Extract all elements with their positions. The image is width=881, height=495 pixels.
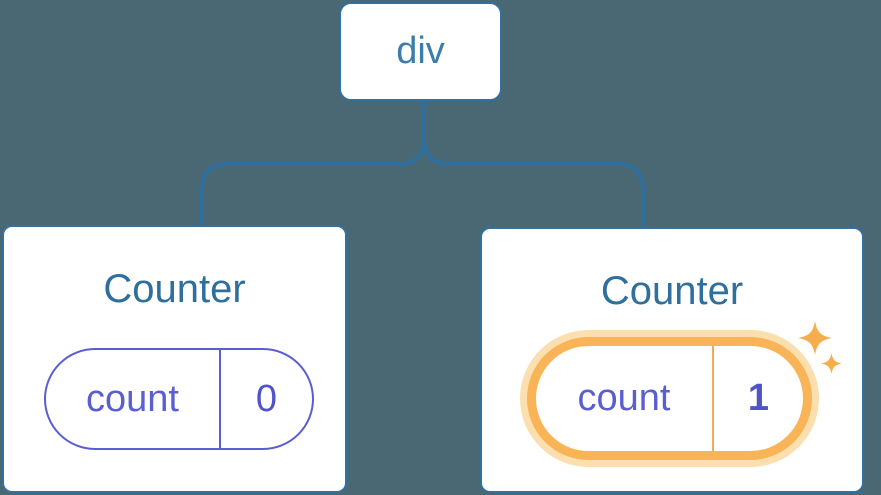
component-title: Counter [103,267,246,311]
state-value-cell: 1 [714,346,803,451]
state-key-cell: count [46,350,221,448]
connector-branch-right [422,100,645,230]
state-value-label: 0 [255,377,278,420]
tree-node-div-label: div [396,30,445,72]
component-card-counter-right: Counter count 1 [480,227,864,493]
tree-node-div: div [339,2,502,101]
state-value-cell: 0 [221,350,312,448]
state-key-label: count [577,377,671,419]
component-title: Counter [600,269,744,313]
connector-branch-left [200,100,426,226]
state-key-label: count [86,377,179,420]
component-card-counter-left: Counter count 0 [2,225,347,493]
state-pill: count 0 [44,348,314,450]
state-pill-highlighted: count 1 [527,337,812,460]
state-key-cell: count [536,346,714,451]
state-value-label: 1 [747,377,770,419]
